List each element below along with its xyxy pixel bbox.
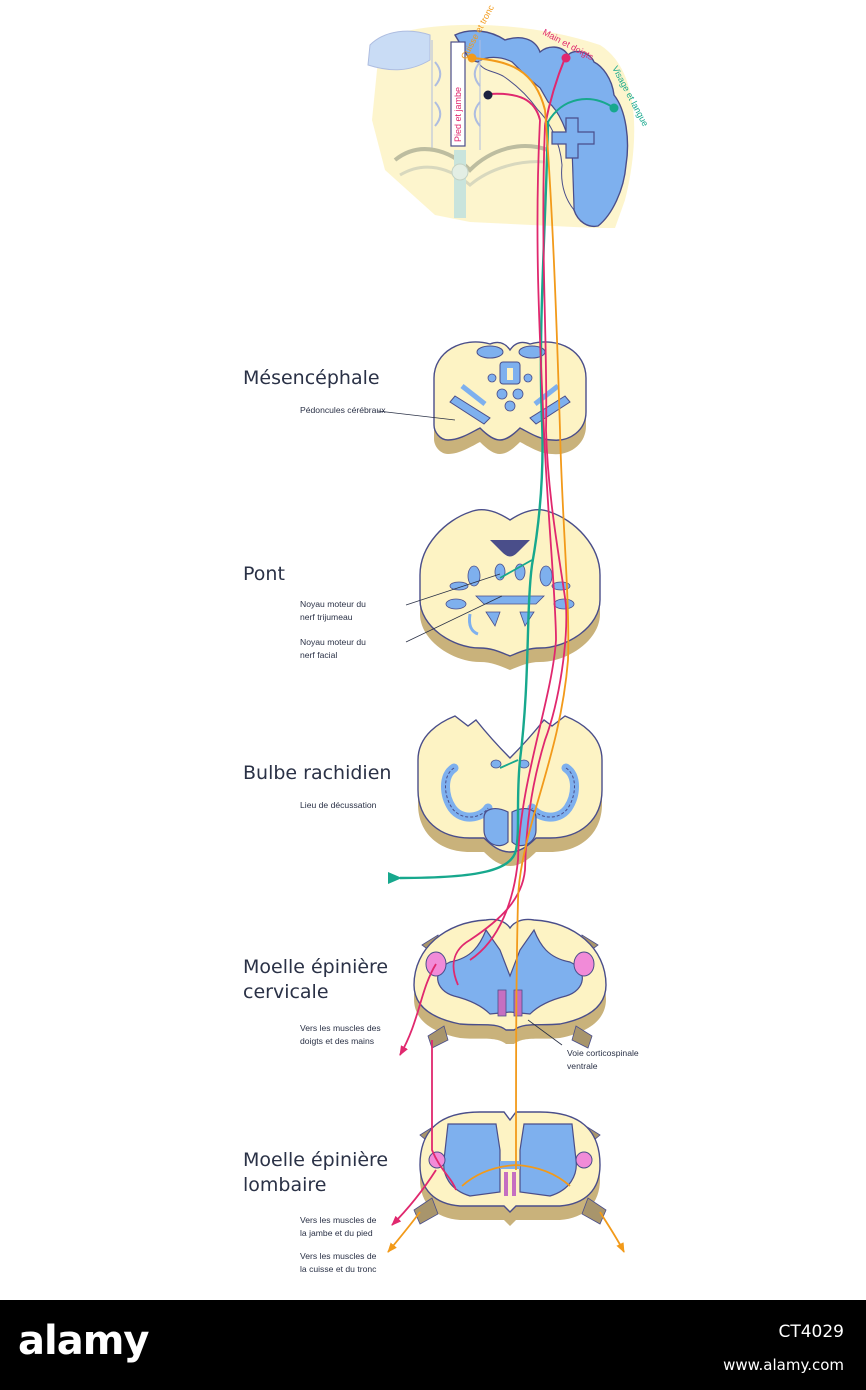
midbrain-title: Mésencéphale [243, 367, 380, 389]
image-code: CT4029 [778, 1322, 844, 1342]
watermark-footer: alamy CT4029 www.alamy.com [0, 1300, 866, 1390]
medulla-section [417, 715, 603, 866]
pink-leg-tract [469, 119, 557, 961]
pons-note-line: Noyau moteur du [300, 599, 366, 609]
cervical-note-left: Vers les muscles des doigts et des mains [300, 1022, 381, 1048]
lumbar-cord-section [413, 1111, 607, 1226]
medulla-title: Bulbe rachidien [243, 762, 392, 784]
pons-note-line: nerf trijumeau [300, 612, 353, 622]
pons-title: Pont [243, 563, 285, 585]
orange-exit-right [599, 1211, 625, 1253]
cervical-note-line: Vers les muscles des [300, 1023, 381, 1033]
midbrain-note: Pédoncules cérébraux [300, 405, 386, 415]
pons-note-line: Noyau moteur du [300, 637, 366, 647]
cervical-note-right: Voie corticospinale ventrale [567, 1047, 639, 1073]
diagram-canvas: Cuisse et tronc Pied et jambe Main et do… [367, 3, 650, 1253]
orange-lumbar-right [515, 1164, 571, 1187]
lumbar-title: Moelle épinière lombaire [243, 1148, 388, 1198]
pons-note-trigeminal: Noyau moteur du nerf trijumeau [300, 598, 366, 624]
cervical-cord-section [413, 918, 607, 1049]
cortex-label-foot-leg: Pied et jambe [453, 87, 463, 142]
midbrain-section [433, 341, 587, 455]
lumbar-note-line: la jambe et du pied [300, 1228, 373, 1238]
cerebral-cortex: Cuisse et tronc Pied et jambe Main et do… [367, 3, 650, 229]
orange-lumbar-left [461, 1164, 517, 1187]
cervical-title-line-1: Moelle épinière [243, 956, 389, 978]
orange-exit-left [387, 1211, 421, 1253]
cervical-note-line: doigts et des mains [300, 1036, 375, 1046]
lumbar-title-line-2: lombaire [243, 1174, 327, 1196]
lumbar-note-thigh: Vers les muscles de la cuisse et du tron… [300, 1250, 376, 1276]
teal-corticobulbar-tract [387, 121, 550, 885]
teal-medulla-branch [499, 759, 519, 769]
lumbar-note-leg: Vers les muscles de la jambe et du pied [300, 1214, 376, 1240]
leader-lines [377, 410, 563, 1046]
orange-trunk-tract [515, 109, 570, 1170]
pink-lumbar-drop [431, 1040, 457, 1191]
lumbar-title-line-1: Moelle épinière [243, 1149, 389, 1171]
pons-section [419, 508, 601, 670]
medulla-note: Lieu de décussation [300, 800, 377, 810]
lumbar-note-line: Vers les muscles de [300, 1215, 377, 1225]
lumbar-note-line: la cuisse et du tronc [300, 1264, 377, 1274]
pink-hand-tract [452, 124, 568, 986]
pons-note-facial: Noyau moteur du nerf facial [300, 636, 366, 662]
descending-tracts [387, 109, 625, 1253]
pons-note-line: nerf facial [300, 650, 338, 660]
pink-cervical-exit [399, 963, 437, 1056]
cervical-title: Moelle épinière cervicale [243, 955, 388, 1005]
cervical-title-line-2: cervicale [243, 981, 329, 1003]
alamy-logo: alamy [18, 1318, 149, 1364]
lumbar-note-line: Vers les muscles de [300, 1251, 377, 1261]
teal-pons-branch [499, 559, 533, 579]
cervical-note-line: ventrale [567, 1061, 598, 1071]
cervical-note-line: Voie corticospinale [567, 1048, 639, 1058]
site-url: www.alamy.com [723, 1356, 844, 1374]
motor-pathway-diagram: Cuisse et tronc Pied et jambe Main et do… [243, 3, 650, 1276]
pink-lumbar-exit [391, 1169, 437, 1226]
